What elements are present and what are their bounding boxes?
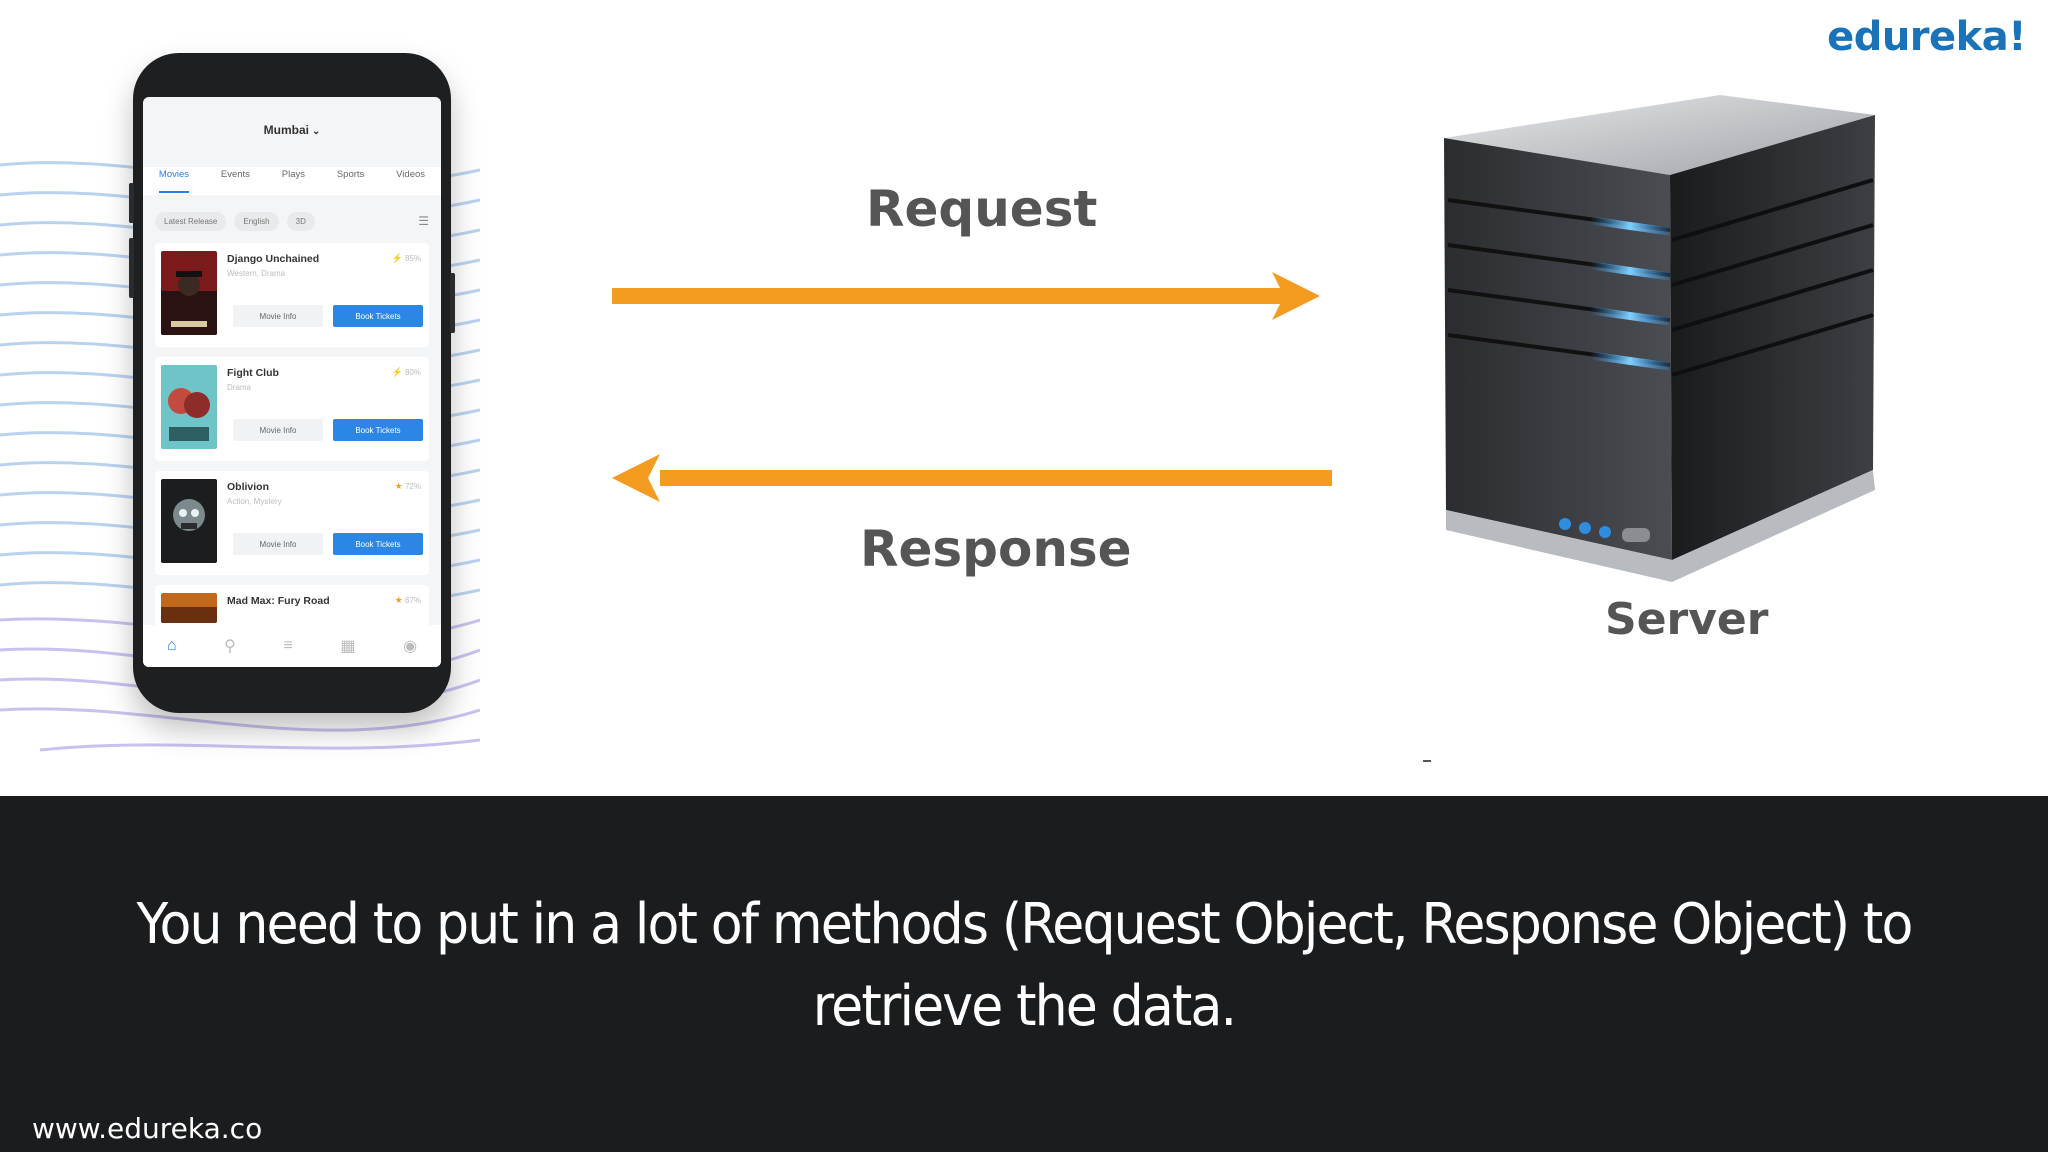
- server-label: Server: [1605, 594, 1769, 645]
- movie-poster-image: [161, 479, 217, 563]
- filter-chip-english[interactable]: English: [234, 211, 279, 231]
- tab-plays[interactable]: Plays: [281, 169, 305, 180]
- movie-info-button[interactable]: Movie Info: [233, 533, 323, 555]
- book-tickets-button[interactable]: Book Tickets: [333, 533, 423, 555]
- response-label: Response: [860, 520, 1132, 578]
- movie-title: Mad Max: Fury Road: [227, 595, 330, 607]
- movie-genre: Drama: [227, 383, 252, 392]
- star-icon: ★: [394, 481, 403, 491]
- movie-genre: Western, Drama: [227, 269, 286, 278]
- grid-icon[interactable]: ▦: [340, 638, 356, 655]
- movie-rating: ⚡ 85%: [391, 253, 421, 263]
- tab-movies[interactable]: Movies: [158, 167, 190, 193]
- caption-line-2: retrieve the data.: [812, 974, 1237, 1039]
- movie-poster-image: [161, 251, 217, 335]
- tab-sports[interactable]: Sports: [336, 169, 365, 180]
- response-arrow: [612, 454, 1332, 502]
- phone-power-button: [450, 273, 455, 333]
- request-arrow: [612, 272, 1320, 320]
- lightning-icon: ⚡: [391, 253, 403, 263]
- movie-card[interactable]: Fight Club Drama ⚡ 80% Movie Info Book T…: [155, 357, 429, 461]
- diagram-area: edureka!: [0, 14, 2027, 762]
- edureka-logo: edureka!: [1827, 14, 2026, 60]
- phone-side-button: [129, 238, 134, 298]
- bottom-navigation: ⌂ ⚲ ≡ ▦ ◉: [143, 625, 441, 667]
- profile-icon[interactable]: ◉: [403, 638, 418, 655]
- movie-card[interactable]: Oblivion Action, Mystery ★ 72% Movie Inf…: [155, 471, 429, 575]
- movie-genre: Action, Mystery: [227, 497, 282, 506]
- movie-poster-image: [161, 593, 217, 623]
- small-dash-mark: [1423, 760, 1431, 762]
- movie-rating: ★ 72%: [394, 481, 421, 491]
- tab-videos[interactable]: Videos: [396, 169, 426, 180]
- request-response-arrows: [612, 272, 1332, 502]
- lightning-icon: ⚡: [391, 367, 403, 377]
- book-tickets-button[interactable]: Book Tickets: [333, 419, 423, 441]
- website-url: www.edureka.co: [32, 1112, 263, 1145]
- movie-info-button[interactable]: Movie Info: [233, 305, 323, 327]
- movie-card[interactable]: Django Unchained Western, Drama ⚡ 85% Mo…: [155, 243, 429, 347]
- tab-events[interactable]: Events: [220, 169, 250, 180]
- sliders-icon[interactable]: ☰: [418, 214, 429, 228]
- city-name: Mumbai: [263, 123, 309, 137]
- caption-band: [0, 796, 2048, 1152]
- movie-title: Oblivion: [227, 481, 269, 493]
- search-icon[interactable]: ⚲: [224, 638, 236, 655]
- movie-poster-image: [161, 365, 217, 449]
- movie-info-button[interactable]: Movie Info: [233, 419, 323, 441]
- home-icon[interactable]: ⌂: [166, 637, 177, 654]
- filter-bar: Latest Release English 3D ☰: [155, 209, 429, 233]
- city-selector[interactable]: Mumbai⌄: [143, 123, 441, 137]
- phone-screen: Mumbai⌄ Movies Events Plays Sports Video…: [143, 97, 441, 667]
- caption-text: You need to put in a lot of methods (Req…: [72, 884, 1977, 1048]
- filter-chip-3d[interactable]: 3D: [286, 211, 315, 231]
- category-tabs: Movies Events Plays Sports Videos: [143, 167, 441, 195]
- phone-side-button: [129, 183, 134, 223]
- request-label: Request: [866, 180, 1098, 238]
- phone-mockup: Mumbai⌄ Movies Events Plays Sports Video…: [129, 53, 455, 713]
- filter-chip-latest[interactable]: Latest Release: [155, 211, 227, 231]
- server-illustration: [1444, 95, 1875, 582]
- movie-rating: ★ 67%: [394, 595, 421, 605]
- book-tickets-button[interactable]: Book Tickets: [333, 305, 423, 327]
- chevron-down-icon: ⌄: [311, 126, 321, 137]
- movie-title: Django Unchained: [227, 253, 320, 265]
- star-icon: ★: [394, 595, 403, 605]
- movie-title: Fight Club: [227, 367, 279, 379]
- list-icon[interactable]: ≡: [283, 637, 293, 654]
- movie-rating: ⚡ 80%: [391, 367, 421, 377]
- caption-line-1: You need to put in a lot of methods (Req…: [136, 892, 1914, 957]
